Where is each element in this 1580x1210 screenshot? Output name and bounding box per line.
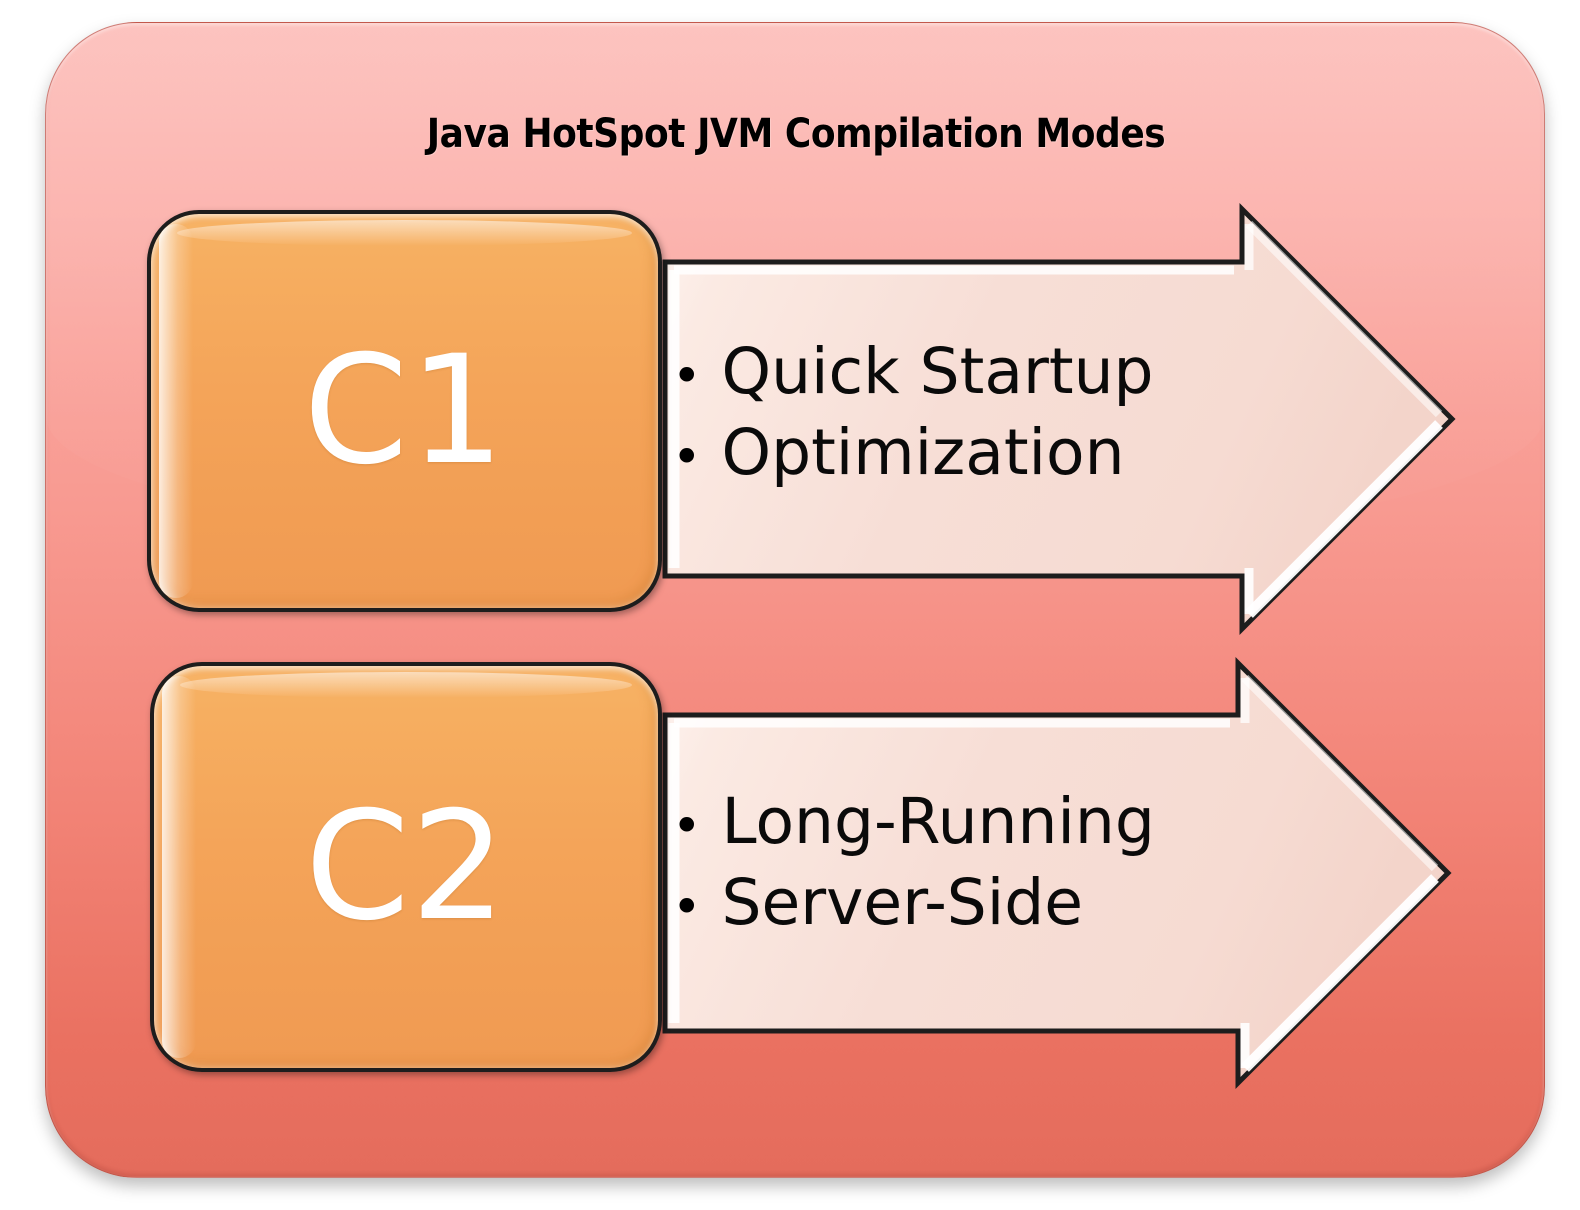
bullet-icon: •	[672, 427, 702, 486]
feature-label: Long-Running	[721, 785, 1155, 858]
box-sheen-c1	[159, 224, 193, 598]
mode-label-c2: C2	[304, 780, 508, 954]
arrow-c1	[660, 200, 1460, 640]
box-top-sheen-c1	[177, 220, 632, 246]
mode-label-c1: C1	[303, 324, 506, 498]
feature-item: • Quick Startup	[672, 332, 1154, 413]
feature-item: • Server-Side	[672, 863, 1155, 944]
bullet-icon: •	[672, 877, 702, 936]
page-title: Java HotSpot JVM Compilation Modes	[426, 111, 1166, 157]
bullet-icon: •	[672, 797, 702, 855]
box-sheen-c2	[162, 676, 196, 1058]
feature-label: Optimization	[721, 415, 1125, 489]
feature-label: Quick Startup	[721, 335, 1154, 408]
box-top-sheen-c2	[180, 672, 632, 698]
feature-item: • Long-Running	[672, 782, 1155, 863]
feature-list-c1: • Quick Startup • Optimization	[672, 332, 1154, 493]
feature-list-c2: • Long-Running • Server-Side	[672, 782, 1155, 943]
feature-item: • Optimization	[672, 413, 1154, 494]
feature-label: Server-Side	[721, 865, 1084, 939]
arrow-c2	[660, 655, 1460, 1095]
mode-box-c1[interactable]: C1	[147, 210, 662, 612]
bullet-icon: •	[672, 347, 702, 405]
mode-box-c2[interactable]: C2	[150, 662, 662, 1072]
